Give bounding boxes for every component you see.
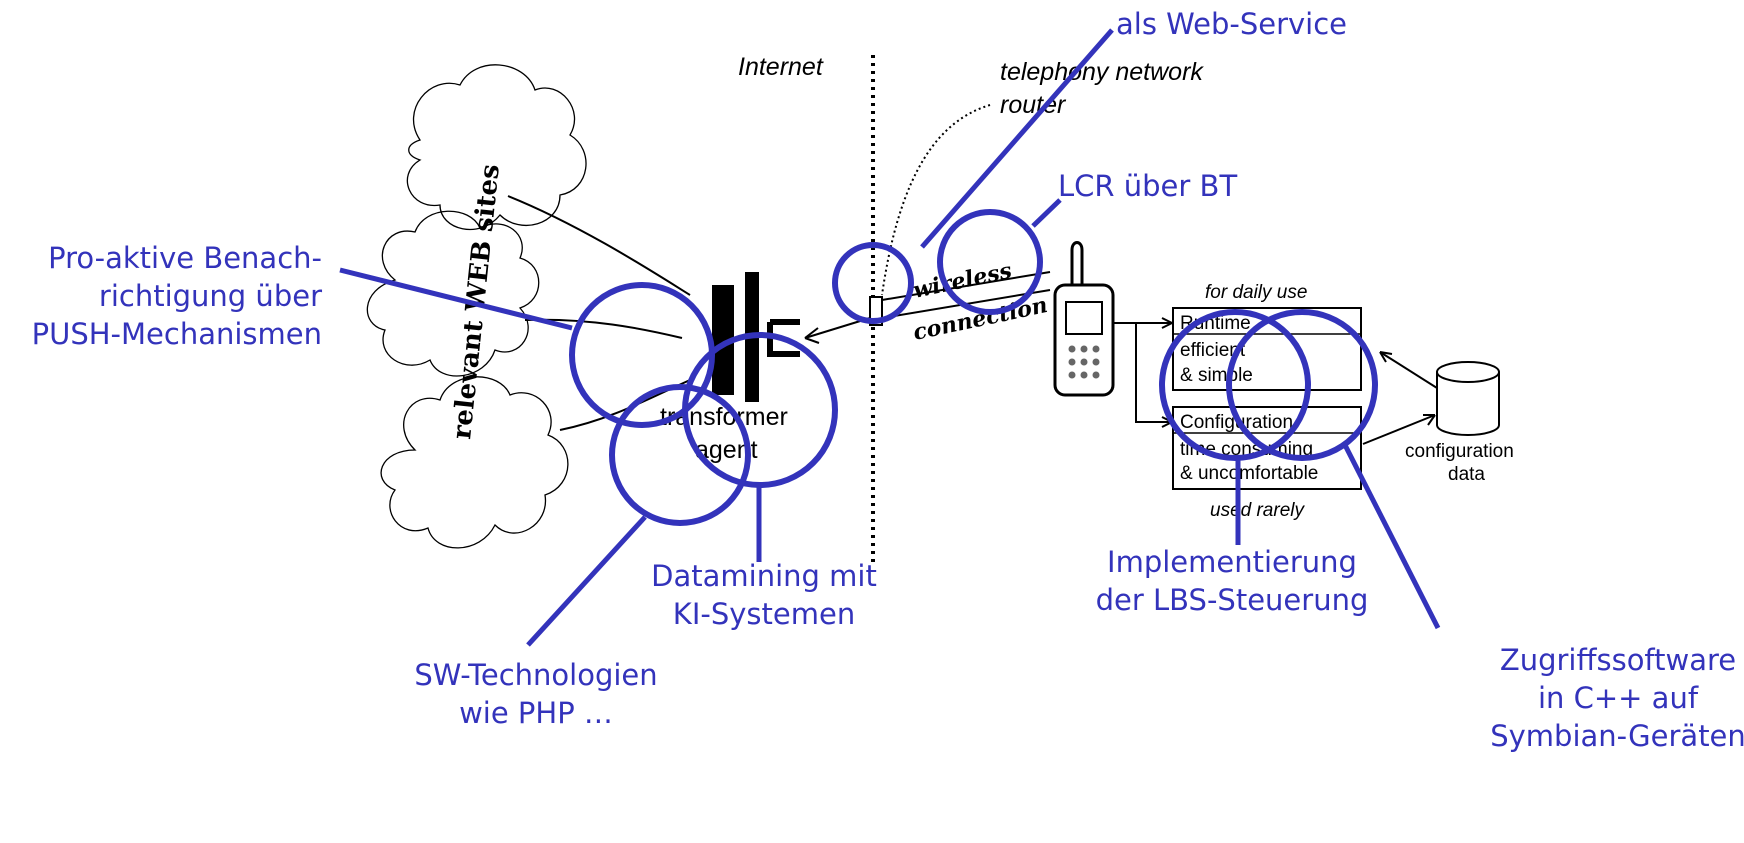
annotation-lbs-1: Implementierung — [1107, 545, 1357, 579]
annotation-push-2: richtigung über — [99, 279, 322, 313]
annotation-sw-tech-2: wie PHP … — [459, 696, 613, 730]
leader-sw-tech — [526, 515, 647, 647]
database-arrows — [1362, 351, 1438, 445]
leader-push — [339, 267, 573, 331]
runtime-title: Runtime — [1180, 313, 1251, 334]
cloud-middle — [366, 210, 540, 377]
used-rarely-label: used rarely — [1210, 500, 1305, 521]
annotation-web-service: als Web-Service — [1116, 7, 1347, 41]
config-data-label-2: data — [1448, 464, 1485, 485]
annotation-circle-zugriff — [1226, 309, 1378, 461]
configuration-line-2: & uncomfortable — [1180, 463, 1318, 484]
annotation-lcr: LCR über BT — [1058, 169, 1237, 203]
daily-use-label: for daily use — [1205, 282, 1307, 303]
annotation-zugriff-1: Zugriffssoftware — [1500, 643, 1736, 677]
telephony-label: telephony network — [1000, 58, 1204, 86]
annotation-sw-tech-1: SW-Technologien — [414, 658, 657, 692]
annotation-push-3: PUSH-Mechanismen — [32, 317, 322, 351]
cloud-bottom — [380, 376, 569, 549]
annotation-circle-lbs — [1159, 309, 1311, 461]
wireless-label: wireless — [911, 258, 1014, 304]
annotation-lbs-2: der LBS-Steuerung — [1096, 583, 1369, 617]
annotation-datamining-1: Datamining mit — [651, 559, 877, 593]
annotation-zugriff-2: in C++ auf — [1538, 681, 1699, 715]
mobile-phone-icon — [1053, 241, 1115, 397]
annotation-push-1: Pro-aktive Benach- — [48, 241, 322, 275]
config-data-label-1: configuration — [1405, 441, 1514, 462]
runtime-line-2: & simple — [1180, 365, 1253, 386]
annotation-circle-sw-tech — [609, 384, 751, 526]
internet-label: Internet — [738, 53, 824, 81]
leader-zugriff — [1342, 443, 1441, 630]
agent-label-1: transformer — [660, 403, 788, 431]
cloud-connector-lines — [507, 195, 691, 431]
annotation-circle-push — [569, 282, 715, 428]
cloud-top — [406, 64, 587, 231]
annotation-zugriff-3: Symbian-Geräten — [1490, 719, 1744, 753]
runtime-line-1: efficient — [1180, 340, 1246, 361]
annotation-circle-web-service — [832, 242, 914, 324]
annotation-circle-lcr — [937, 209, 1043, 315]
annotation-datamining-2: KI-Systemen — [673, 597, 855, 631]
database-icon — [1436, 361, 1500, 436]
leader-lcr — [1031, 198, 1062, 228]
leader-web-service — [920, 28, 1114, 249]
